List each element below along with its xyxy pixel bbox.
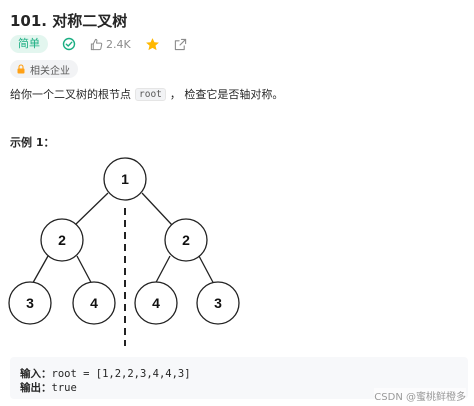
example-title: 示例 1： [10, 136, 55, 149]
csdn-watermark: CSDN @蜜桃鲜橙多 [374, 388, 466, 403]
check-circle-icon [62, 37, 76, 51]
tree-node-right [164, 218, 208, 262]
tree-node-left-right [72, 281, 116, 325]
description-text-end: ， 检查它是否轴对称。 [169, 88, 284, 101]
favorite-button[interactable] [145, 37, 160, 52]
problem-meta-bar: 简单 2.4K [10, 34, 187, 54]
binary-tree-diagram: 1 2 2 3 4 4 3 [8, 157, 240, 346]
tree-node-label: 1 [121, 171, 129, 187]
share-icon [174, 38, 186, 50]
tree-node-left [40, 218, 84, 262]
tree-node-left-left [8, 281, 52, 325]
example-input-line: 输入：root = [1,2,2,3,4,4,3] [20, 366, 191, 381]
tree-node-label: 2 [58, 232, 66, 248]
tree-node-root [103, 157, 147, 201]
tree-node-label: 2 [182, 232, 190, 248]
description-text-start: 给你一个二叉树的根节点 [10, 88, 131, 101]
tree-node-label: 3 [214, 295, 222, 311]
lock-icon [17, 64, 25, 74]
tree-node-right-right [196, 281, 240, 325]
share-button[interactable] [174, 38, 187, 51]
thumbs-up-icon [90, 38, 103, 50]
inline-code-root: root [135, 87, 166, 101]
star-icon [145, 37, 159, 50]
tree-edge [141, 192, 173, 226]
difficulty-badge[interactable]: 简单 [10, 35, 48, 53]
company-tag-button[interactable]: 相关企业 [10, 60, 78, 78]
like-count: 2.4K [106, 37, 131, 51]
output-label: 输出： [20, 382, 52, 394]
example-output-line: 输出：true [20, 380, 77, 395]
output-value: true [51, 382, 77, 394]
tree-edge [74, 192, 109, 226]
company-tag-label: 相关企业 [30, 65, 70, 77]
input-value: root = [1,2,2,3,4,4,3] [51, 368, 191, 380]
tree-node-label: 4 [152, 295, 160, 311]
like-button[interactable]: 2.4K [90, 38, 131, 51]
tree-node-right-left [134, 281, 178, 325]
tree-node-label: 3 [26, 295, 34, 311]
tree-node-label: 4 [90, 295, 98, 311]
problem-description: 给你一个二叉树的根节点 root ， 检查它是否轴对称。 [10, 86, 283, 102]
input-label: 输入： [20, 368, 52, 380]
problem-title: 101. 对称二叉树 [10, 12, 128, 30]
